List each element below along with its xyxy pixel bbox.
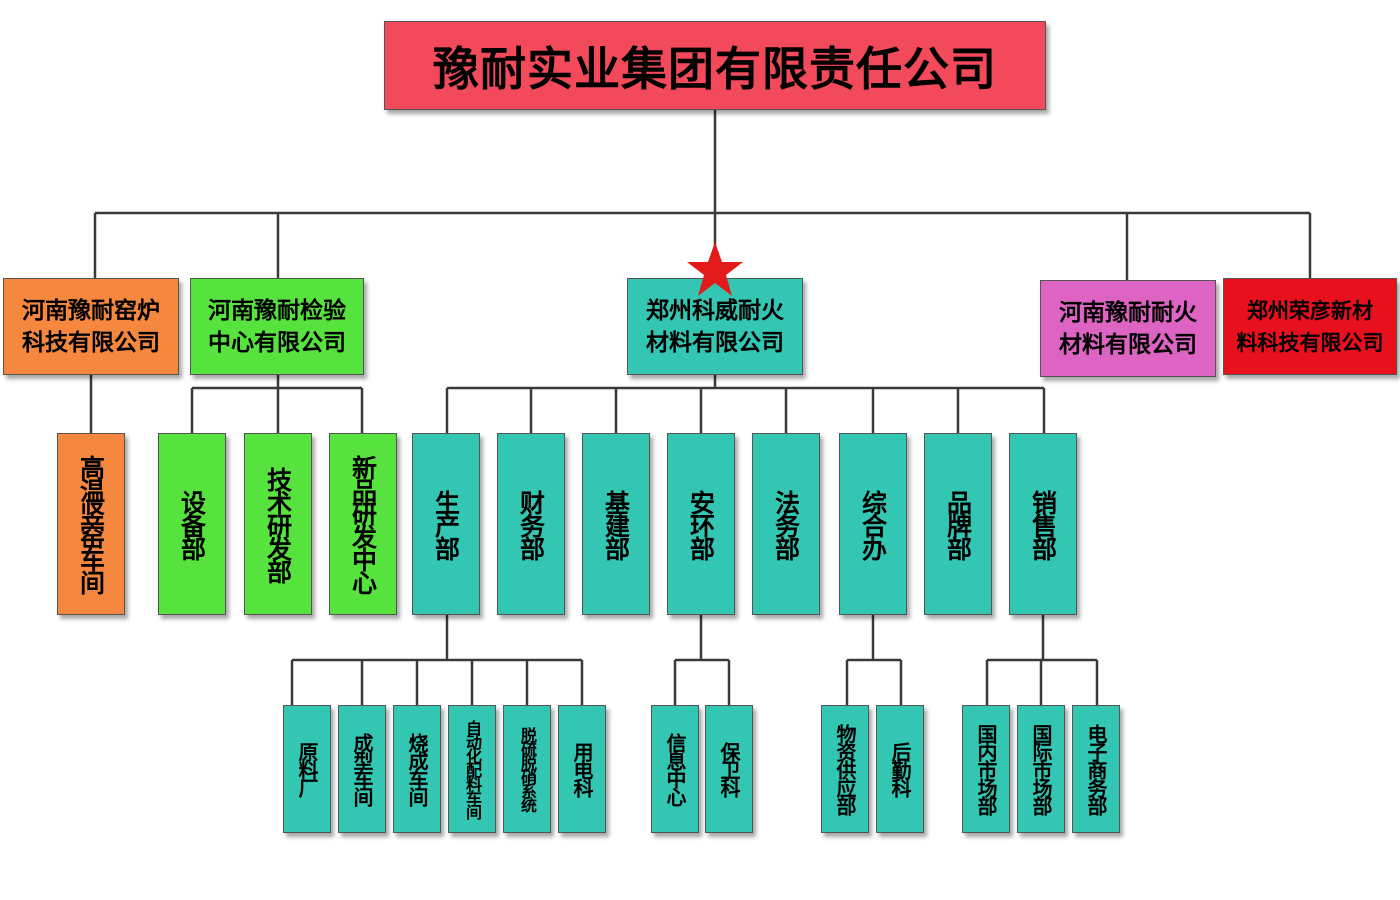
unit-firing-workshop: 烧成车间 <box>393 705 441 833</box>
unit-international-market-label: 国际市场部 <box>1029 724 1053 814</box>
dept-legal: 法务部 <box>752 433 820 615</box>
unit-security-section: 保卫科 <box>705 705 753 833</box>
star-icon <box>687 242 743 296</box>
dept-finance-label: 财务部 <box>516 489 546 559</box>
unit-raw-material-plant: 原料厂 <box>283 705 331 833</box>
dept-safety-environment-label: 安环部 <box>686 489 716 559</box>
dept-finance: 财务部 <box>497 433 565 615</box>
subsidiary-refractory-label-line1: 河南豫耐耐火 <box>1059 299 1197 326</box>
subsidiary-rongyan-box: 郑州荣彦新材 料科技有限公司 <box>1223 278 1397 375</box>
subsidiary-inspection-label-line1: 河南豫耐检验 <box>208 297 346 324</box>
subsidiary-kiln-box: 河南豫耐窑炉 科技有限公司 <box>3 278 179 375</box>
unit-forming-workshop-label: 成型车间 <box>350 733 374 805</box>
subsidiary-kewei-box: 郑州科威耐火 材料有限公司 <box>627 278 803 375</box>
dept-new-product-rd-center-label: 新品研发中心 <box>348 455 378 593</box>
unit-international-market: 国际市场部 <box>1017 705 1065 833</box>
unit-material-supply: 物资供应部 <box>821 705 869 833</box>
unit-power-section-label: 用电科 <box>570 742 594 796</box>
subsidiary-inspection-box: 河南豫耐检验 中心有限公司 <box>190 278 364 375</box>
unit-auto-batching-workshop-label: 自动化配料车间 <box>463 720 482 818</box>
dept-equipment-label: 设备部 <box>177 489 207 559</box>
unit-material-supply-label: 物资供应部 <box>833 724 857 814</box>
dept-infrastructure: 基建部 <box>582 433 650 615</box>
dept-infrastructure-label: 基建部 <box>601 489 631 559</box>
unit-domestic-market-label: 国内市场部 <box>974 724 998 814</box>
dept-general-office: 综合办 <box>839 433 907 615</box>
dept-equipment: 设备部 <box>158 433 226 615</box>
unit-information-center: 信息中心 <box>651 705 699 833</box>
dept-high-temp-kiln-workshop: 高温竖窑车间 <box>57 433 125 615</box>
dept-sales: 销售部 <box>1009 433 1077 615</box>
dept-production-label: 生产部 <box>431 489 461 559</box>
subsidiary-kiln-label-line2: 科技有限公司 <box>22 329 160 356</box>
unit-e-commerce: 电子商务部 <box>1072 705 1120 833</box>
unit-firing-workshop-label: 烧成车间 <box>405 733 429 805</box>
unit-logistics-section-label: 后勤科 <box>888 742 912 796</box>
dept-safety-environment: 安环部 <box>667 433 735 615</box>
dept-brand-label: 品牌部 <box>943 489 973 559</box>
dept-general-office-label: 综合办 <box>858 489 888 559</box>
dept-brand: 品牌部 <box>924 433 992 615</box>
unit-e-commerce-label: 电子商务部 <box>1084 724 1108 814</box>
dept-new-product-rd-center: 新品研发中心 <box>329 433 397 615</box>
subsidiary-kiln-label-line1: 河南豫耐窑炉 <box>22 297 160 324</box>
subsidiary-rongyan-label-line1: 郑州荣彦新材 <box>1247 298 1373 323</box>
unit-information-center-label: 信息中心 <box>663 733 687 805</box>
unit-desulfurization-system: 脱硫脱硝系统 <box>503 705 551 833</box>
dept-tech-rd: 技术研发部 <box>244 433 312 615</box>
unit-security-section-label: 保卫科 <box>717 742 741 796</box>
root-company-label: 豫耐实业集团有限责任公司 <box>433 41 997 96</box>
dept-sales-label: 销售部 <box>1028 489 1058 559</box>
dept-high-temp-kiln-workshop-label: 高温竖窑车间 <box>76 455 106 593</box>
unit-desulfurization-system-label: 脱硫脱硝系统 <box>518 727 537 811</box>
dept-tech-rd-label: 技术研发部 <box>263 466 293 582</box>
subsidiary-kewei-label-line2: 材料有限公司 <box>646 329 784 356</box>
unit-logistics-section: 后勤科 <box>876 705 924 833</box>
unit-forming-workshop: 成型车间 <box>338 705 386 833</box>
root-company-box: 豫耐实业集团有限责任公司 <box>384 21 1046 110</box>
subsidiary-kewei-label-line1: 郑州科威耐火 <box>646 297 784 324</box>
subsidiary-refractory-label-line2: 材料有限公司 <box>1059 331 1197 358</box>
unit-power-section: 用电科 <box>558 705 606 833</box>
unit-auto-batching-workshop: 自动化配料车间 <box>448 705 496 833</box>
dept-legal-label: 法务部 <box>771 489 801 559</box>
dept-production: 生产部 <box>412 433 480 615</box>
subsidiary-rongyan-label-line2: 料科技有限公司 <box>1236 330 1384 355</box>
subsidiary-refractory-box: 河南豫耐耐火 材料有限公司 <box>1040 280 1216 377</box>
unit-domestic-market: 国内市场部 <box>962 705 1010 833</box>
subsidiary-inspection-label-line2: 中心有限公司 <box>208 329 346 356</box>
unit-raw-material-plant-label: 原料厂 <box>295 742 319 796</box>
